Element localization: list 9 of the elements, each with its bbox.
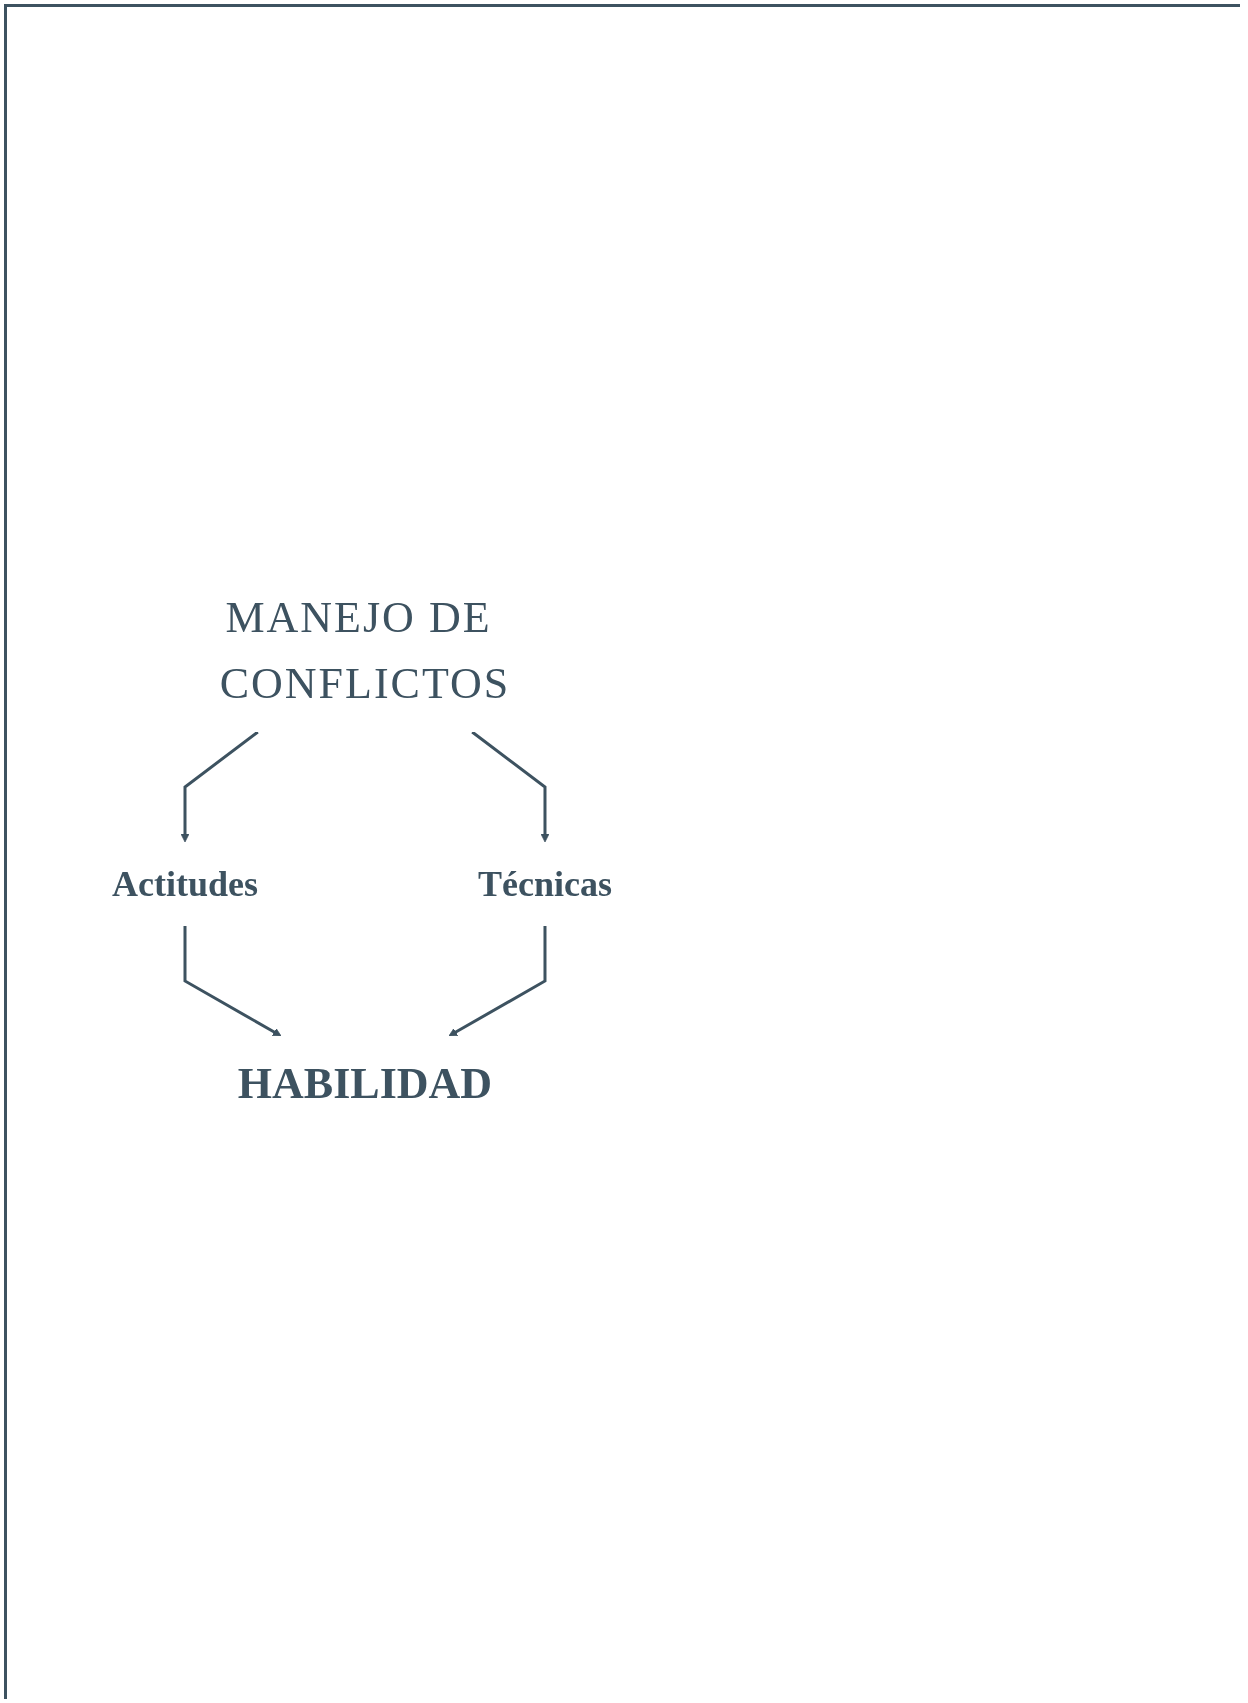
arrow: [183, 926, 281, 1037]
arrow: [470, 730, 549, 843]
node-text: Técnicas: [477, 864, 612, 904]
node-text: MANEJO DE CONFLICTOS: [219, 593, 510, 708]
arrow: [448, 926, 546, 1037]
arrow: [180, 730, 259, 843]
page-frame: MANEJO DE CONFLICTOS Actitudes Técnicas HABILIDAD: [4, 4, 1240, 1699]
node-text: Actitudes: [111, 864, 258, 904]
node-text: HABILIDAD: [237, 1059, 492, 1108]
